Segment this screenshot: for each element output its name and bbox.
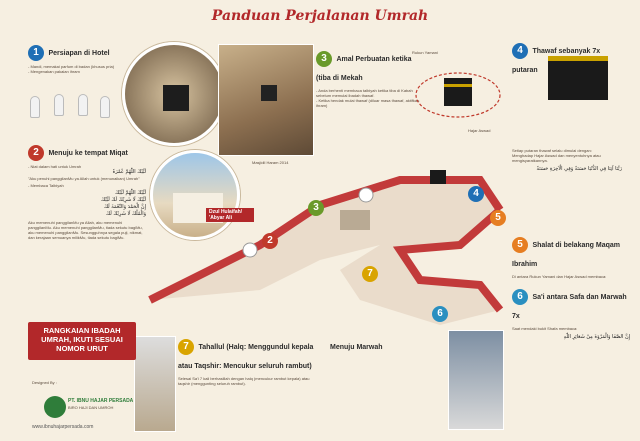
label-rukun-yamani: Rukun Yamani [412, 50, 438, 55]
step-2-line: Aku memenuhi panggilanMu ya Allah, aku m… [28, 220, 143, 240]
company-name: PT. IBNU HAJAR PERSADA [68, 398, 134, 404]
step-2-number: 2 [28, 145, 44, 161]
step-2: 2 Menuju ke tempat Miqat - Niat dalam ha… [28, 142, 146, 240]
step-5-number: 5 [512, 237, 528, 253]
masjid-photo [218, 44, 314, 156]
photo-caption: Masjidil Haram 2014 [252, 160, 289, 165]
label-hajar-aswad: Hajar Aswad [468, 128, 491, 133]
step-6: 6 Sa'i antara Safa dan Marwah 7x Saat me… [512, 286, 630, 341]
step-3-line: - Anda berhenti membaca talbiyah ketika … [316, 88, 413, 98]
company-logo-icon [44, 396, 66, 418]
route-illustration [148, 170, 504, 325]
thawaf-diagram [415, 72, 501, 118]
marwah-photo [448, 330, 504, 430]
menuju-marwah-title: Menuju Marwah [330, 344, 383, 351]
instruction-banner: RANGKAIAN IBADAH UMRAH, IKUTI SESUAI NOM… [28, 322, 136, 360]
route-marker-7: 7 [362, 266, 378, 282]
step-6-title: Sa'i antara Safa dan Marwah 7x [512, 294, 627, 320]
arabic-safa: إِنَّ الصَّفَا وَالْمَرْوَةَ مِنْ شَعَائ… [563, 334, 630, 340]
route-marker-2: 2 [262, 233, 278, 249]
step-1-title: Persiapan di Hotel [48, 50, 110, 57]
arabic-talbiyah: وَالْمُلْكَ لَا شَرِيْكَ لَكَ [106, 211, 146, 217]
company-url[interactable]: www.ibnuhajarpersada.com [32, 424, 94, 430]
step-4-number: 4 [512, 43, 528, 59]
step-7-title: Tahallul (Halq: Menggundul kepala atau T… [178, 344, 314, 370]
step-4: 4 Thawaf sebanyak 7x putaran [512, 40, 622, 77]
arabic-rukun: رَبَّنَا آتِنَا فِي الدُّنْيَا حَسَنَةً … [536, 166, 622, 172]
step-5: 5 Shalat di belakang Maqam Ibrahim Di an… [512, 234, 622, 279]
step-6-number: 6 [512, 289, 528, 305]
route-marker-5: 5 [490, 210, 506, 226]
step-3: 3 Amal Perbuatan ketika (tiba di Mekah -… [316, 48, 426, 108]
tahallul-photo [134, 336, 176, 432]
step-4-line: Menghadap Hajar Aswad dan menyentuhnya a… [512, 153, 601, 163]
step-2-title: Menuju ke tempat Miqat [48, 150, 128, 157]
step-1: 1 Persiapan di Hotel - Mandi, memakai pa… [28, 42, 148, 74]
route-marker-3: 3 [308, 200, 324, 216]
arabic-talbiyah: لَبَّيْكَ اللّٰهُمَّ لَبَّيْكَ [115, 190, 146, 196]
step-3-line: - Ketika hendak mulai thawaf (diluar mas… [316, 98, 420, 108]
arabic-niat: لَبَّيْكَ اللّٰهُمَّ عُمْرَةً [112, 169, 146, 175]
route-marker-4: 4 [468, 186, 484, 202]
page-title: Panduan Perjalanan Umrah [211, 8, 429, 24]
step-2-line: "Aku penuhi panggilanMu ya Allah untuk (… [28, 176, 140, 181]
miqat-label: Dzul Hulaifah/ 'Abyar Ali [206, 208, 254, 222]
step-4-line: Setiap putaran thawaf selalu dimulai den… [512, 148, 592, 153]
step-1-line: - Mengenakan pakaian ihram [28, 69, 80, 74]
step-2-line: - Niat dalam hati untuk Umrah [28, 164, 82, 169]
step-7-number: 7 [178, 339, 194, 355]
arabic-talbiyah: لَبَّيْكَ لَا شَرِيْكَ لَكَ لَبَّيْكَ [100, 197, 146, 203]
step-6-line: Saat mendaki bukit Shafa membaca: [512, 326, 578, 331]
masjid-photo-circle [122, 42, 226, 146]
miqat-photo-circle [150, 150, 240, 240]
step-5-line: Di antara Rukun Yamani dan Hajar Aswad m… [512, 274, 607, 279]
step-5-title: Shalat di belakang Maqam Ibrahim [512, 242, 620, 268]
step-1-number: 1 [28, 45, 44, 61]
company-sub: BIRO HAJI DAN UMROH [68, 405, 114, 410]
step-3-title: Amal Perbuatan ketika (tiba di Mekah [316, 56, 412, 82]
arabic-talbiyah: إِنَّ الْحَمْدَ وَالنِّعْمَةَ لَكَ [103, 204, 146, 210]
step-3-number: 3 [316, 51, 332, 67]
step-4-title: Thawaf sebanyak 7x putaran [512, 48, 601, 74]
step-2-line: - Membaca Talbiyah [28, 183, 64, 188]
step-1-figures [28, 86, 118, 126]
designed-by: Designed By : [32, 380, 57, 385]
step-1-line: - Mandi, memakai parfum di badan (khusus… [28, 64, 115, 69]
step-7-line: Selesai Sa'i 7 kali berhasillah dengan h… [178, 376, 310, 386]
kaaba-icon [548, 56, 608, 100]
step-4-details: Setiap putaran thawaf selalu dimulai den… [512, 148, 622, 173]
step-7: 7 Tahallul (Halq: Menggundul kepala atau… [178, 336, 318, 386]
route-marker-6: 6 [432, 306, 448, 322]
